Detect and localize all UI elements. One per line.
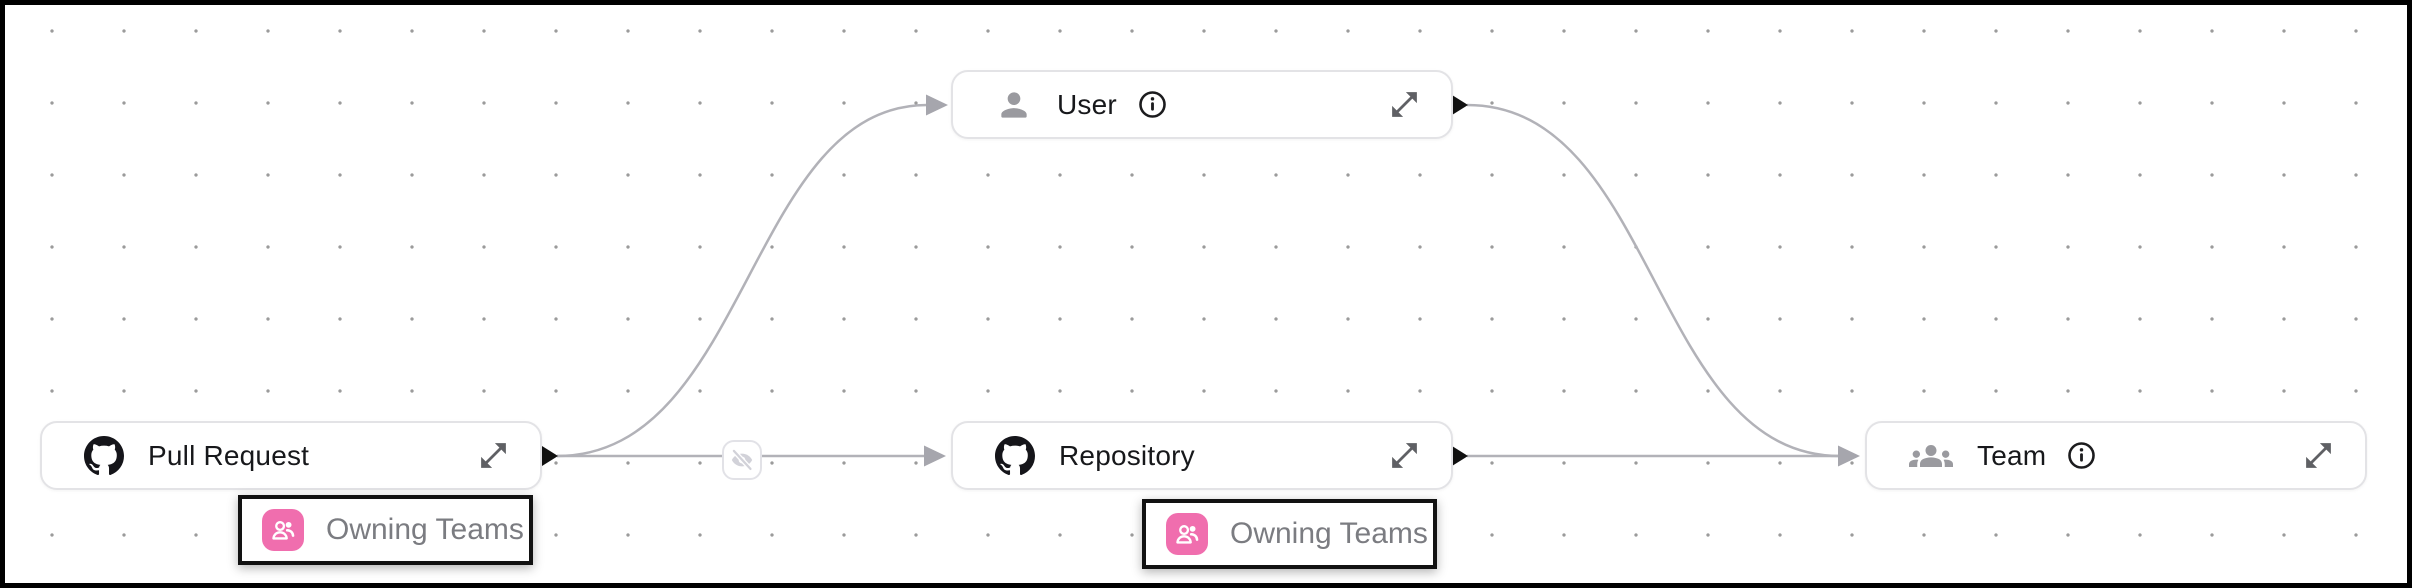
hidden-edge-badge[interactable]: [722, 440, 762, 480]
node-label: Team: [1977, 439, 2047, 471]
node-repository[interactable]: Repository: [951, 421, 1453, 490]
owning-teams-icon: [262, 509, 304, 551]
github-icon: [84, 435, 124, 476]
arrowhead-user: [926, 94, 948, 116]
arrowhead-repository: [924, 445, 946, 467]
arrowhead-team: [1838, 445, 1860, 467]
port-repository-source[interactable]: [1452, 446, 1468, 466]
expand-icon[interactable]: [477, 439, 510, 472]
person-icon: [995, 86, 1033, 124]
node-label: User: [1057, 88, 1117, 120]
annotation-label: Owning Teams: [326, 513, 524, 546]
expand-icon[interactable]: [1388, 88, 1421, 121]
annotation-label: Owning Teams: [1230, 517, 1428, 550]
edge-user-team[interactable]: [1466, 103, 1841, 458]
expand-icon[interactable]: [1388, 439, 1421, 472]
info-icon[interactable]: [2066, 440, 2097, 471]
edge-pullrequest-user[interactable]: [556, 103, 928, 458]
port-pullrequest-source[interactable]: [542, 446, 558, 466]
expand-icon[interactable]: [2302, 439, 2335, 472]
github-icon: [995, 435, 1035, 476]
node-team[interactable]: Team: [1865, 421, 2367, 490]
info-icon[interactable]: [1137, 89, 1168, 120]
port-user-source[interactable]: [1452, 95, 1468, 115]
annotation-owning-teams-pullrequest[interactable]: Owning Teams: [238, 495, 533, 565]
node-label: Repository: [1059, 439, 1195, 471]
owning-teams-icon: [1166, 513, 1208, 555]
node-pull-request[interactable]: Pull Request: [40, 421, 542, 490]
groups-icon: [1909, 434, 1953, 478]
eye-off-icon: [729, 447, 755, 473]
node-label: Pull Request: [148, 439, 310, 471]
annotation-owning-teams-repository[interactable]: Owning Teams: [1142, 499, 1437, 569]
node-user[interactable]: User: [951, 70, 1453, 139]
